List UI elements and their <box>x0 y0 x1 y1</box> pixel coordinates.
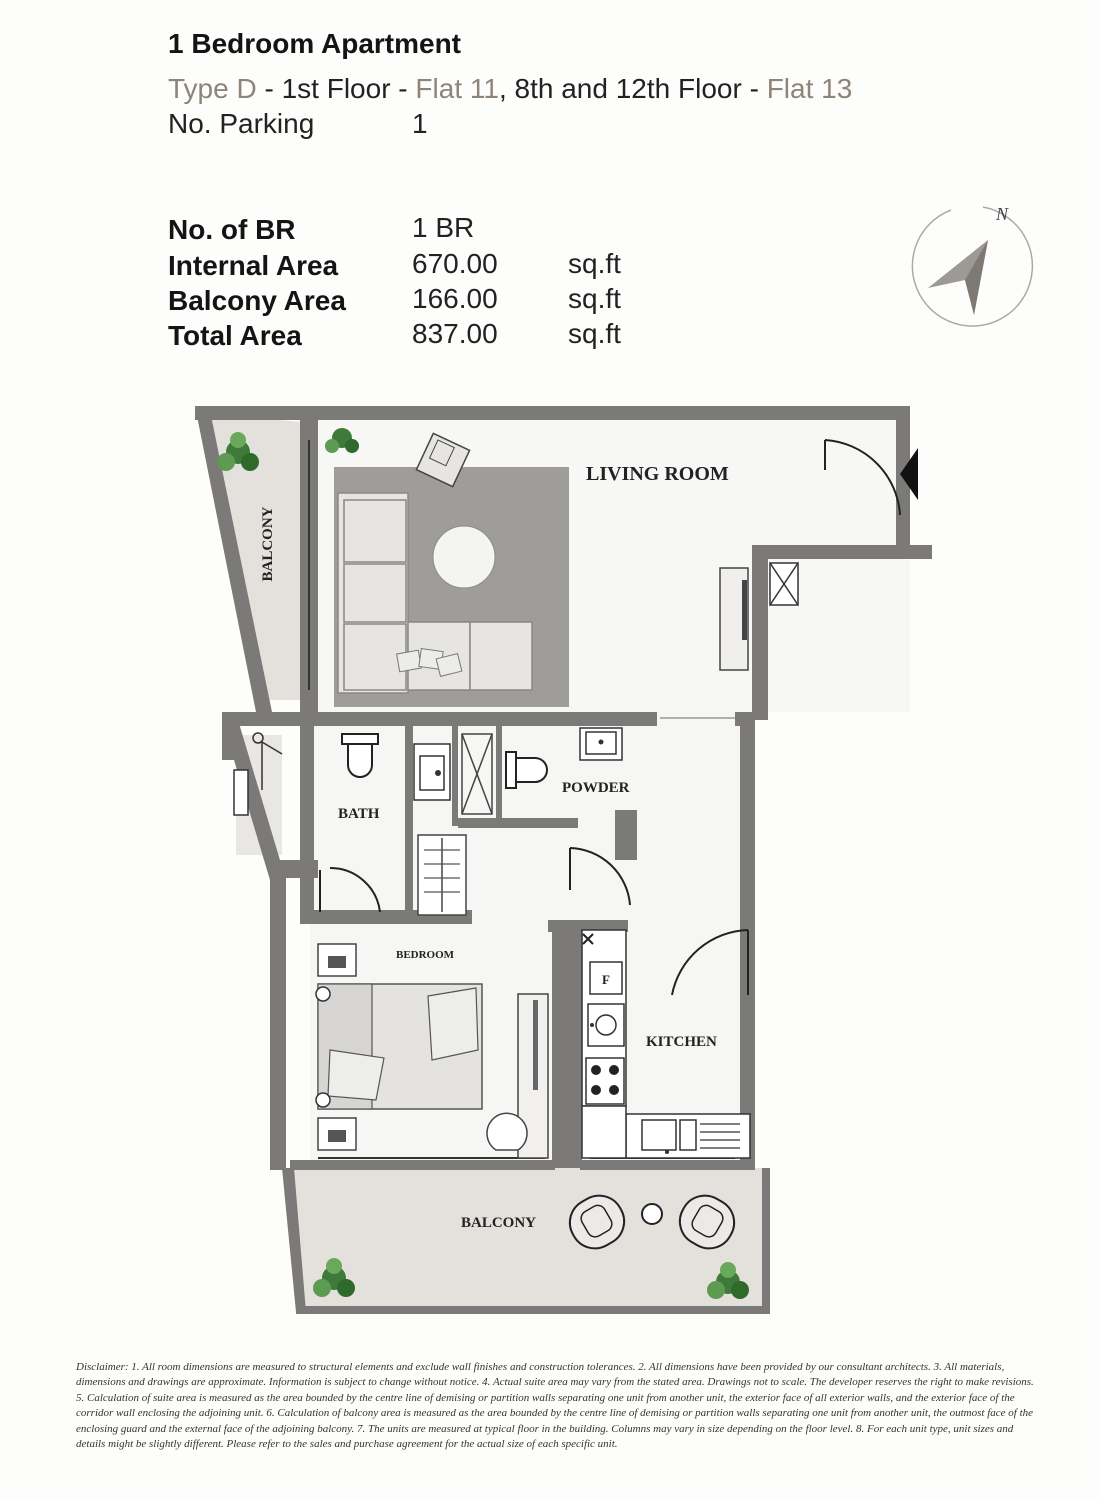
bath-vanity <box>413 743 451 801</box>
balcony-chair-right <box>678 1194 736 1250</box>
coffee-table <box>432 525 496 589</box>
cushions <box>396 647 463 677</box>
plant-icon <box>707 1262 749 1299</box>
fridge-label: F <box>602 972 610 987</box>
room-label-kitchen: KITCHEN <box>646 1034 717 1050</box>
spec-value: 670.00 <box>412 248 498 279</box>
plant-icon <box>217 432 259 471</box>
floor-plan: F <box>195 406 932 1314</box>
room-label-living-room: LIVING ROOM <box>586 463 729 485</box>
room-label-powder: POWDER <box>562 780 630 796</box>
service-shaft <box>769 562 799 606</box>
page-title: 1 Bedroom Apartment <box>168 28 462 59</box>
kitchen-sink-icon <box>641 1119 740 1154</box>
separator: - <box>256 73 282 104</box>
desk-unit <box>486 993 549 1159</box>
fridge <box>589 961 623 995</box>
parking-value: 1 <box>412 108 428 139</box>
balcony-side-table <box>641 1203 663 1225</box>
entry-arrow-icon <box>900 448 918 500</box>
separator: - <box>390 73 416 104</box>
parking-label: No. Parking <box>168 108 315 139</box>
spec-label: Internal Area <box>168 250 339 281</box>
wardrobe <box>417 834 467 916</box>
flat-second: Flat 13 <box>766 73 853 104</box>
spec-label: Total Area <box>168 320 302 351</box>
shower-fixture <box>233 732 283 816</box>
unit-type: Type D <box>168 73 257 104</box>
spec-value: 1 BR <box>412 212 475 243</box>
compass-north-label: N <box>995 204 1009 224</box>
nightstands <box>317 943 357 1151</box>
spec-label: No. of BR <box>168 214 296 245</box>
floor-second: 8th and 12th Floor <box>514 73 742 104</box>
disclaimer-text: Disclaimer: 1. All room dimensions are m… <box>76 1361 1034 1451</box>
washer-icon <box>587 1003 625 1047</box>
bed <box>317 983 483 1110</box>
compass-icon: N <box>911 204 1034 327</box>
powder-basin <box>579 727 623 761</box>
parking-row: No. Parking 1 <box>168 108 428 140</box>
bath-toilet-icon <box>341 733 379 778</box>
spec-unit: sq.ft <box>568 248 621 279</box>
interior-doors <box>319 847 749 996</box>
sofa <box>337 492 533 694</box>
flat-first: Flat 11 <box>415 73 499 104</box>
spec-value: 837.00 <box>412 318 498 349</box>
room-label-bath: BATH <box>338 806 380 822</box>
unit-type-line: Type D - 1st Floor - Flat 11, 8th and 12… <box>168 73 852 105</box>
separator: , <box>498 73 515 104</box>
plant-icon <box>325 428 359 453</box>
spec-unit: sq.ft <box>568 318 621 349</box>
spec-unit: sq.ft <box>568 283 621 314</box>
room-label-bedroom: BEDROOM <box>396 949 455 961</box>
entry-door <box>824 439 901 516</box>
armchair <box>415 432 471 488</box>
room-label-side-balcony: BALCONY <box>260 506 276 581</box>
kitchen-extractor-icon <box>582 933 594 945</box>
linen-cupboard <box>461 733 493 815</box>
balcony-chair-left <box>568 1194 626 1250</box>
spec-label: Balcony Area <box>168 285 346 316</box>
room-label-bottom-balcony: BALCONY <box>461 1215 536 1231</box>
bed-lamps <box>315 986 331 1108</box>
cooktop-icon <box>585 1057 625 1105</box>
powder-toilet-icon <box>505 751 548 789</box>
floor-first: 1st Floor <box>281 73 391 104</box>
spec-value: 166.00 <box>412 283 498 314</box>
separator: - <box>741 73 767 104</box>
plant-icon <box>313 1258 355 1297</box>
tv-screen <box>742 580 747 640</box>
